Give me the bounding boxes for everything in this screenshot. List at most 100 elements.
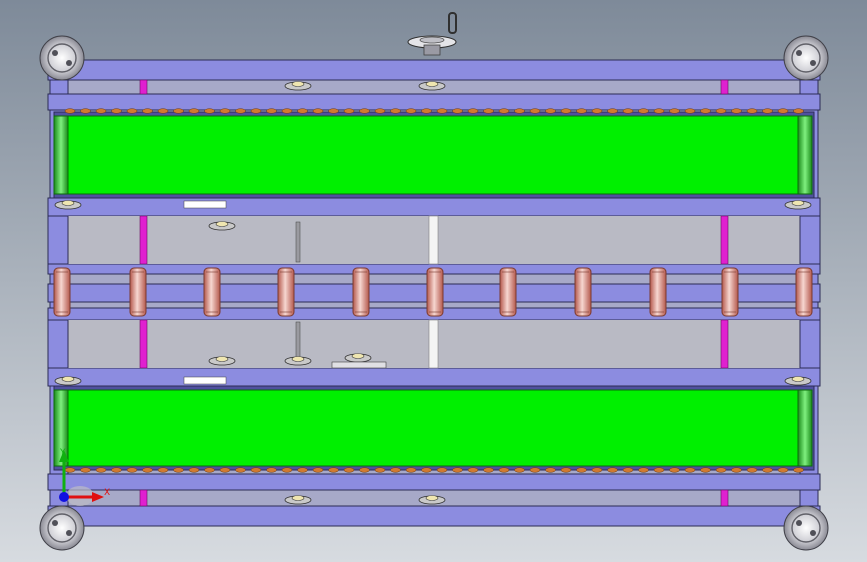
sprocket-icon-hub xyxy=(215,221,229,227)
chain-link xyxy=(95,467,107,473)
chain-link xyxy=(607,108,618,114)
chain-link xyxy=(607,467,618,473)
caster-ring xyxy=(791,43,821,73)
chain-link xyxy=(514,108,525,114)
chain-link xyxy=(343,467,355,473)
caster-wheel-icon xyxy=(783,505,829,551)
bearing-icon xyxy=(418,495,446,505)
chain-link xyxy=(731,467,742,473)
sprocket-icon-hub xyxy=(215,356,229,362)
roller-body xyxy=(795,267,813,317)
roller-body xyxy=(574,267,592,317)
bearing-icon xyxy=(54,200,82,210)
bearing-icon-hub xyxy=(61,200,75,206)
chain-link xyxy=(312,467,324,473)
roller xyxy=(721,267,739,317)
caster-bolt xyxy=(66,530,72,536)
chain-link xyxy=(126,108,138,114)
caster-ring xyxy=(791,513,821,543)
chain-link xyxy=(405,108,417,114)
chain-link xyxy=(498,467,510,473)
chain-link xyxy=(793,467,804,473)
caster-wheel-icon xyxy=(39,505,85,551)
left-lower-post xyxy=(47,319,69,369)
bearing-icon-hub xyxy=(291,495,305,501)
roller xyxy=(499,267,517,317)
chain-link xyxy=(684,467,696,473)
chain-link xyxy=(80,108,91,114)
chain-link xyxy=(560,467,572,473)
lower-belt-surface xyxy=(57,389,811,467)
caster-wheel-icon xyxy=(39,35,85,81)
handwheel-icon[interactable] xyxy=(407,12,457,56)
lower-belt xyxy=(53,385,815,471)
chain-link xyxy=(700,467,711,473)
coordinate-triad-icon: X Y xyxy=(59,448,110,506)
caster-ring xyxy=(47,43,77,73)
chain-link xyxy=(188,108,200,114)
caster-plate xyxy=(39,35,85,81)
sprocket-icon xyxy=(208,221,236,231)
bearing-icon-hub xyxy=(425,495,439,501)
chain-link xyxy=(576,108,587,114)
roller-body xyxy=(499,267,517,317)
chain-link xyxy=(591,467,603,473)
chain-link xyxy=(529,467,541,473)
bearing-icon xyxy=(784,376,812,386)
chain-link xyxy=(328,467,339,473)
sprocket-icon xyxy=(208,356,236,366)
chain-link xyxy=(746,108,758,114)
chain-link xyxy=(111,108,122,114)
upper-belt-surface xyxy=(57,115,811,195)
chain-link xyxy=(312,108,324,114)
z-axis-dot xyxy=(59,492,69,502)
bearing-icon-hub xyxy=(425,81,439,87)
chain-link xyxy=(669,467,680,473)
chain-link xyxy=(421,467,432,473)
lower-chain xyxy=(64,467,804,473)
caster-bolt xyxy=(796,520,802,526)
chain-link xyxy=(777,467,789,473)
bottom-outer-rail xyxy=(47,505,821,527)
caster-bolt xyxy=(796,50,802,56)
roller xyxy=(795,267,813,317)
y-axis-label: Y xyxy=(59,448,66,458)
bearing-icon xyxy=(284,495,312,505)
magenta-rod-segment xyxy=(139,79,148,95)
chain-link xyxy=(436,108,448,114)
top-outer-rail xyxy=(47,59,821,81)
x-axis-arrowhead xyxy=(92,492,104,502)
chain-link xyxy=(405,467,417,473)
chain-link xyxy=(95,108,107,114)
bearing-icon-hub xyxy=(791,376,805,382)
caster-wheel-icon xyxy=(783,35,829,81)
chain-link xyxy=(638,467,649,473)
magenta-rod-segment xyxy=(720,319,729,369)
chain-link xyxy=(343,108,355,114)
caster-bolt xyxy=(810,60,816,66)
chain-link xyxy=(591,108,603,114)
roller-body xyxy=(129,267,147,317)
chain-link xyxy=(157,108,169,114)
chain-link xyxy=(715,108,727,114)
chain-link xyxy=(777,108,789,114)
chain-link xyxy=(483,467,494,473)
chain-link xyxy=(622,108,634,114)
chain-link xyxy=(638,108,649,114)
casters xyxy=(39,35,829,551)
roller xyxy=(352,267,370,317)
caster-plate xyxy=(783,505,829,551)
roller xyxy=(426,267,444,317)
roller-body xyxy=(426,267,444,317)
chain-link xyxy=(421,108,432,114)
roller xyxy=(203,267,221,317)
magenta-rod-segment xyxy=(720,79,729,95)
sprocket-icon xyxy=(344,353,372,363)
chain-link xyxy=(390,467,401,473)
roller-body xyxy=(53,267,71,317)
upper-belt xyxy=(53,111,815,199)
chain-link xyxy=(359,467,370,473)
chain-link xyxy=(684,108,696,114)
